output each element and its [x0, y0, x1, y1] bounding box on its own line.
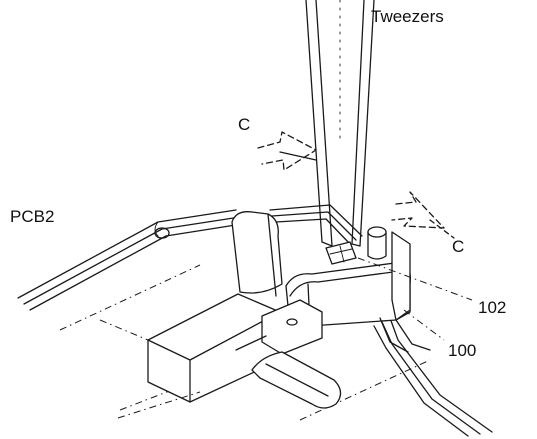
label-tweezers: Tweezers	[371, 7, 444, 26]
tweezers	[306, 0, 374, 246]
arrow-c-lower	[392, 192, 454, 238]
label-part-100: 100	[448, 341, 476, 360]
label-part-102: 102	[478, 298, 506, 317]
post-pin	[368, 227, 386, 259]
arrow-c-upper	[258, 132, 316, 170]
connector-block	[100, 294, 280, 402]
label-pcb2: PCB2	[10, 207, 54, 226]
label-arrow-c-upper: C	[238, 115, 250, 134]
label-arrow-c-lower: C	[452, 237, 464, 256]
